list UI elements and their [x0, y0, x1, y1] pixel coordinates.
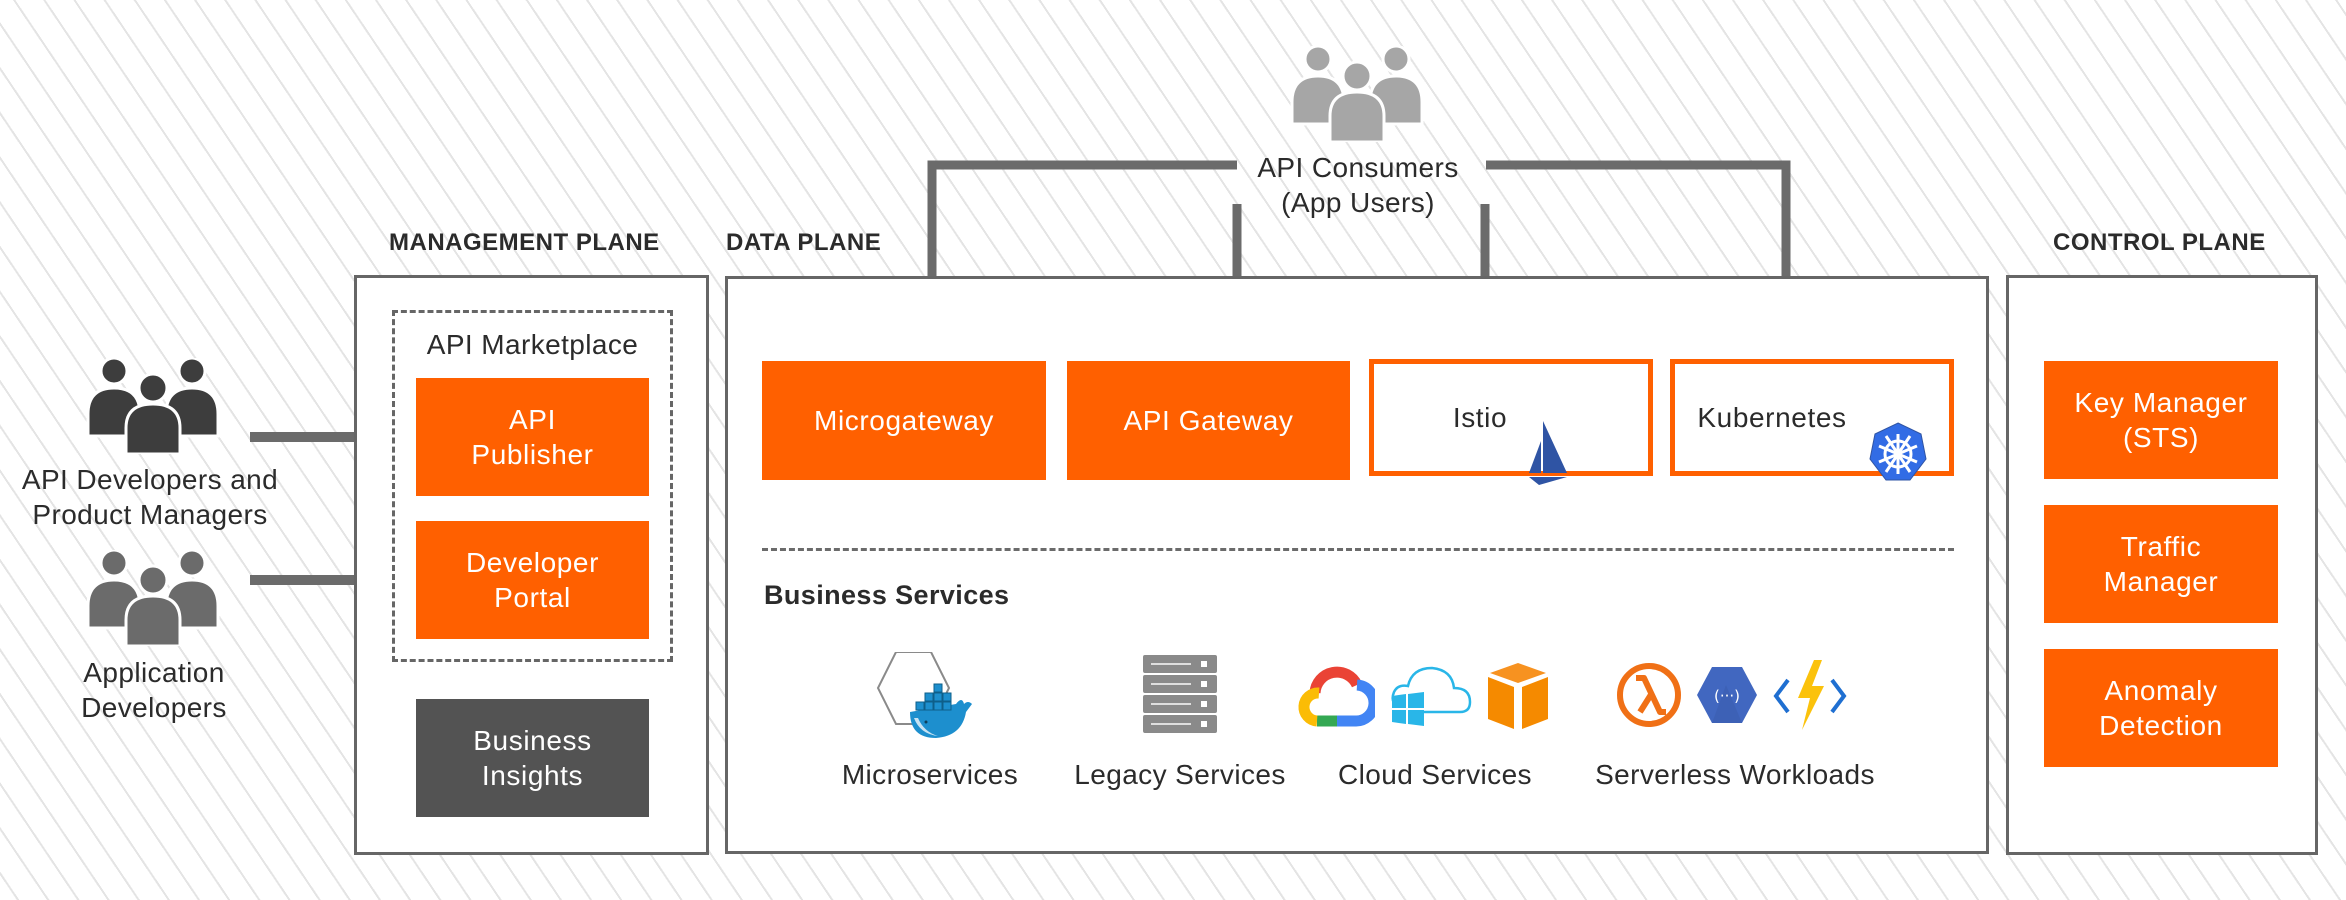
serverless-workloads-label: Serverless Workloads: [1595, 759, 1875, 790]
istio-sail-icon: [1529, 386, 1569, 485]
api-marketplace-group: [392, 310, 673, 662]
google-cloud-icon: [1297, 663, 1380, 727]
application-developers-label: Application Developers: [81, 657, 227, 723]
aws-box-icon: [1488, 663, 1548, 729]
developer-portal-tile[interactable]: Developer Portal: [416, 521, 649, 639]
microservices-label: Microservices: [841, 759, 1019, 790]
anomaly-detection-tile[interactable]: Anomaly Detection: [2044, 649, 2278, 767]
data-plane-divider: [762, 548, 1954, 551]
kubernetes-helm-icon: [1869, 387, 1927, 480]
traffic-manager-tile[interactable]: Traffic Manager: [2044, 505, 2278, 623]
legacy-services-label: Legacy Services: [1074, 759, 1286, 790]
business-services-title: Business Services: [764, 580, 1010, 610]
data-plane-title: DATA PLANE: [726, 229, 882, 256]
management-plane-title: MANAGEMENT PLANE: [389, 229, 660, 256]
cloud-services-label: Cloud Services: [1338, 759, 1532, 790]
application-developers-icon: [86, 548, 222, 648]
business-insights-tile[interactable]: Business Insights: [416, 699, 649, 817]
svg-text:(···): (···): [1714, 687, 1740, 705]
google-cloud-functions-icon: (···): [1696, 665, 1758, 725]
kubernetes-label: Kubernetes: [1697, 402, 1847, 433]
key-manager-tile[interactable]: Key Manager (STS): [2044, 361, 2278, 479]
arrow-consumers-to-microgateway: [927, 160, 1237, 300]
api-gateway-tile[interactable]: API Gateway: [1067, 361, 1350, 480]
api-marketplace-title: API Marketplace: [426, 329, 639, 360]
istio-tile[interactable]: Istio: [1369, 359, 1653, 485]
api-consumers-label: API Consumers (App Users): [1257, 152, 1459, 218]
api-consumers-icon: [1290, 44, 1426, 144]
api-publisher-tile[interactable]: API Publisher: [416, 378, 649, 496]
server-rack-icon: [1143, 655, 1217, 735]
api-developers-label: API Developers and Product Managers: [21, 464, 279, 530]
docker-whale-hexagon-icon: [876, 651, 976, 744]
microgateway-tile[interactable]: Microgateway: [762, 361, 1046, 480]
istio-label: Istio: [1452, 402, 1508, 433]
api-developers-icon: [86, 356, 222, 456]
control-plane-title: CONTROL PLANE: [2053, 229, 2266, 256]
azure-functions-icon: [1772, 660, 1848, 730]
azure-cloud-icon: [1388, 662, 1474, 728]
kubernetes-tile[interactable]: Kubernetes: [1670, 359, 1954, 480]
arrow-consumers-to-kubernetes: [1486, 160, 1791, 300]
aws-lambda-icon: [1616, 662, 1682, 728]
